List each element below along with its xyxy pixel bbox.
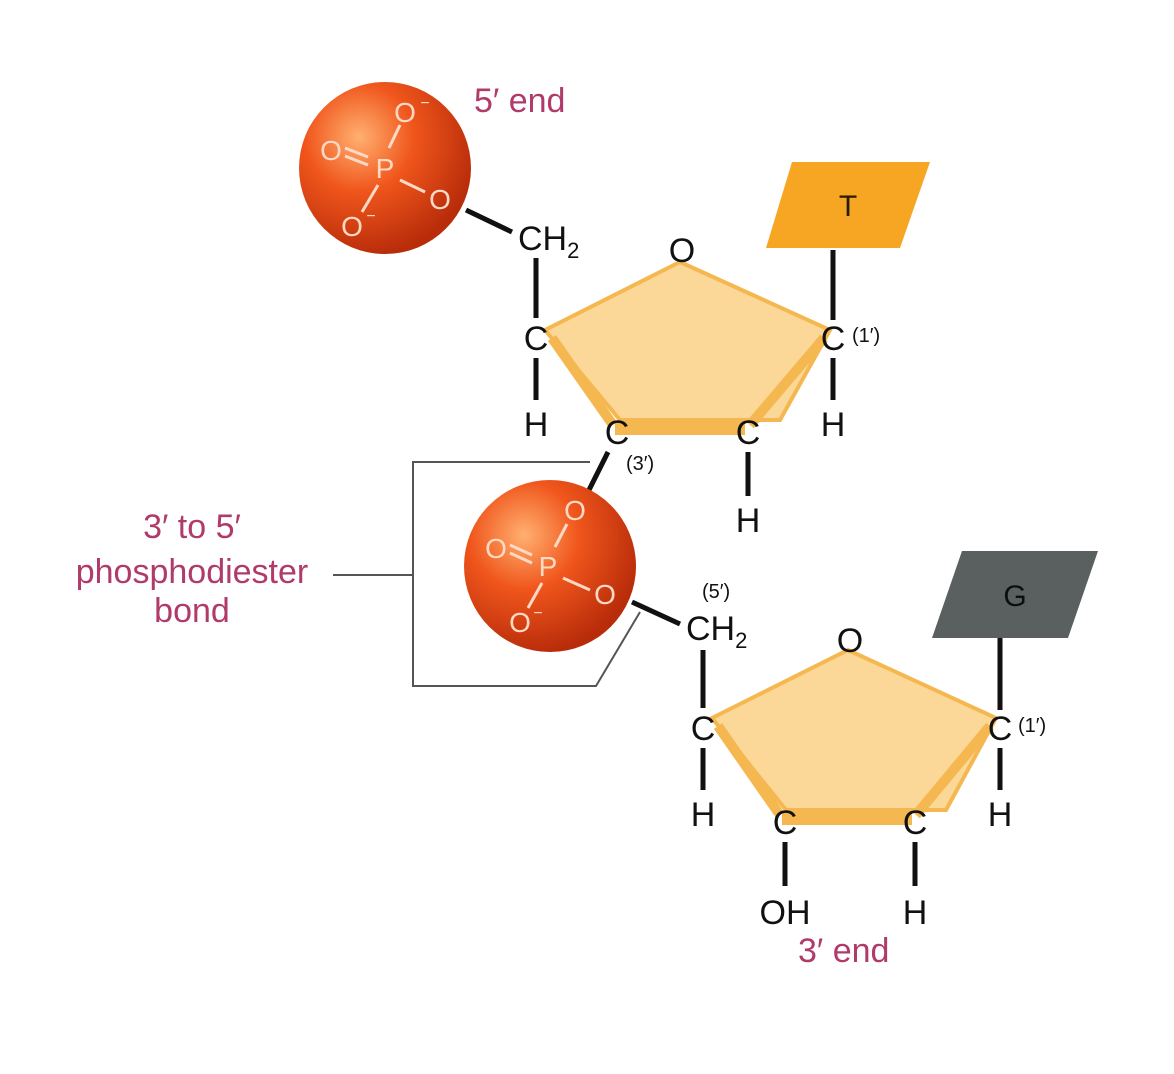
ch2-top: CH2 (518, 220, 579, 263)
carbon-2prime-bottom: C (903, 804, 928, 842)
phosphodiester-bond-bracket (412, 461, 641, 687)
bond-label-line3: bond (154, 592, 230, 630)
ring-oxygen-top: O (669, 232, 695, 270)
phosphate-group-5prime (299, 82, 471, 254)
charge-sign: − (420, 95, 429, 112)
carbon-3prime-top: C (605, 414, 630, 452)
hydrogen-2prime-top: H (736, 502, 761, 540)
label-5prime: (5′) (702, 581, 730, 603)
oxygen-atom: O (429, 184, 451, 215)
five-prime-end-label: 5′ end (474, 82, 565, 120)
phosphate-group-linking-atoms: P O O O O − (485, 495, 616, 638)
carbon-4prime-top: C (524, 320, 549, 358)
carbon-4prime-bottom: C (691, 710, 716, 748)
carbon-2prime-top: C (736, 414, 761, 452)
hydroxyl-3prime: OH (760, 894, 811, 932)
hydrogen-4prime-bottom: H (691, 796, 716, 834)
label-1prime-bottom: (1′) (1018, 715, 1046, 737)
sugar-ring-top (541, 259, 833, 422)
base-thymine (766, 162, 930, 248)
oxygen-atom: O (594, 579, 616, 610)
hydrogen-2prime-bottom: H (903, 894, 928, 932)
charge-sign: − (366, 208, 375, 225)
label-1prime-top: (1′) (852, 325, 880, 347)
base-guanine-label: G (1003, 580, 1026, 613)
oxygen-atom: O (394, 97, 416, 128)
oxygen-atom: O (509, 607, 531, 638)
carbon-1prime-bottom: C (988, 710, 1013, 748)
bond-label-line1: 3′ to 5′ (143, 508, 241, 546)
oxygen-atom: O (564, 495, 586, 526)
bond-label-line2: phosphodiester (76, 553, 309, 591)
base-guanine (932, 551, 1098, 638)
phosphorus-atom: P (376, 153, 395, 184)
carbon-1prime-top: C (821, 320, 846, 358)
oxygen-atom: O (341, 211, 363, 242)
charge-sign: − (533, 605, 542, 622)
oxygen-atom: O (320, 135, 342, 166)
oxygen-atom: O (485, 533, 507, 564)
sugar-ring-bottom (708, 647, 999, 812)
carbon-3prime-bottom: C (773, 804, 798, 842)
hydrogen-4prime-top: H (524, 406, 549, 444)
three-prime-end-label: 3′ end (798, 932, 889, 970)
base-thymine-label: T (839, 190, 857, 223)
ch2-bottom: CH2 (686, 610, 747, 653)
phosphate-group-5prime-atoms: P O − O O O − (320, 95, 451, 242)
phosphate-group-linking (464, 480, 636, 652)
ring-oxygen-bottom: O (837, 622, 863, 660)
hydrogen-1prime-bottom: H (988, 796, 1013, 834)
label-3prime: (3′) (626, 453, 654, 475)
hydrogen-1prime-top: H (821, 406, 846, 444)
phosphorus-atom: P (539, 551, 558, 582)
